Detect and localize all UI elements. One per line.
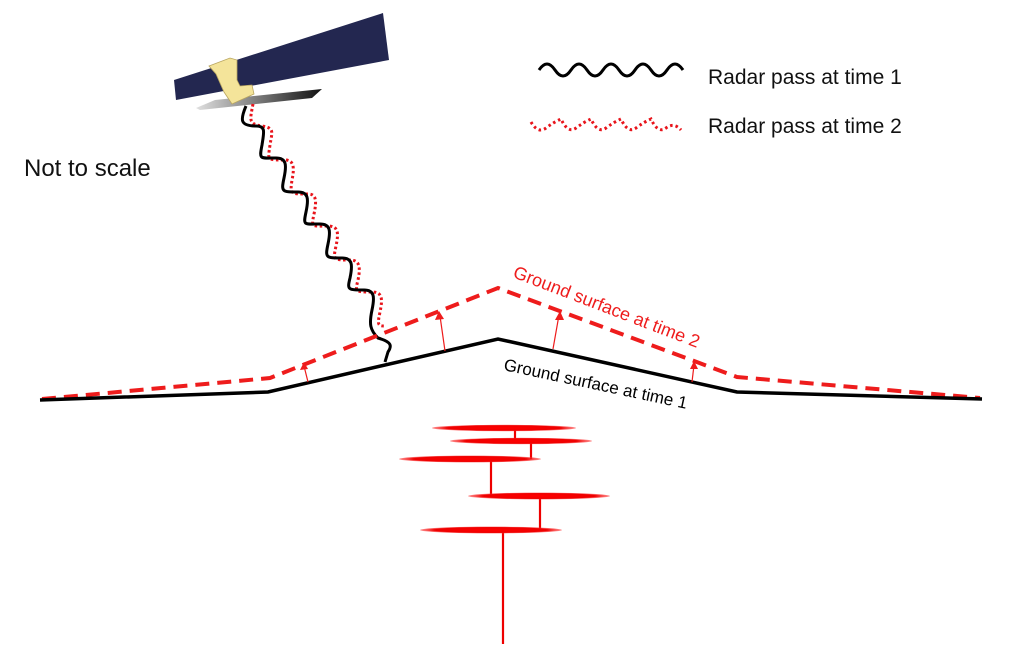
not-to-scale-label: Not to scale [24,155,151,182]
uplift-arrow [552,311,564,350]
magma-sill [450,437,592,445]
radar-pass-time2 [249,103,387,328]
legend-swatch-time1 [537,62,685,78]
legend-label-time1: Radar pass at time 1 [708,66,902,89]
uplift-arrow [300,362,309,383]
magma-sill [420,526,562,534]
uplift-arrow [690,361,698,383]
uplift-arrow [435,311,446,352]
magma-intrusion [399,424,610,644]
magma-sill [468,492,610,500]
ground-surface-time2-label: Ground surface at time 2 [511,262,703,352]
satellite-boom [196,89,322,110]
legend: Radar pass at time 1 Radar pass at time … [529,62,902,138]
magma-sill [432,424,576,432]
satellite-icon [174,13,389,110]
ground-surface-time2 [41,285,981,401]
magma-sill [399,455,541,463]
satellite-body [208,57,255,105]
legend-label-time2: Radar pass at time 2 [708,115,902,138]
solar-panel [174,13,389,100]
legend-swatch-time2 [529,117,683,132]
ground-surface-time1 [39,337,983,402]
radar-pass-time1 [240,105,392,363]
uplift-arrows [300,311,698,383]
ground-surface-time1-label: Ground surface at time 1 [502,355,689,412]
